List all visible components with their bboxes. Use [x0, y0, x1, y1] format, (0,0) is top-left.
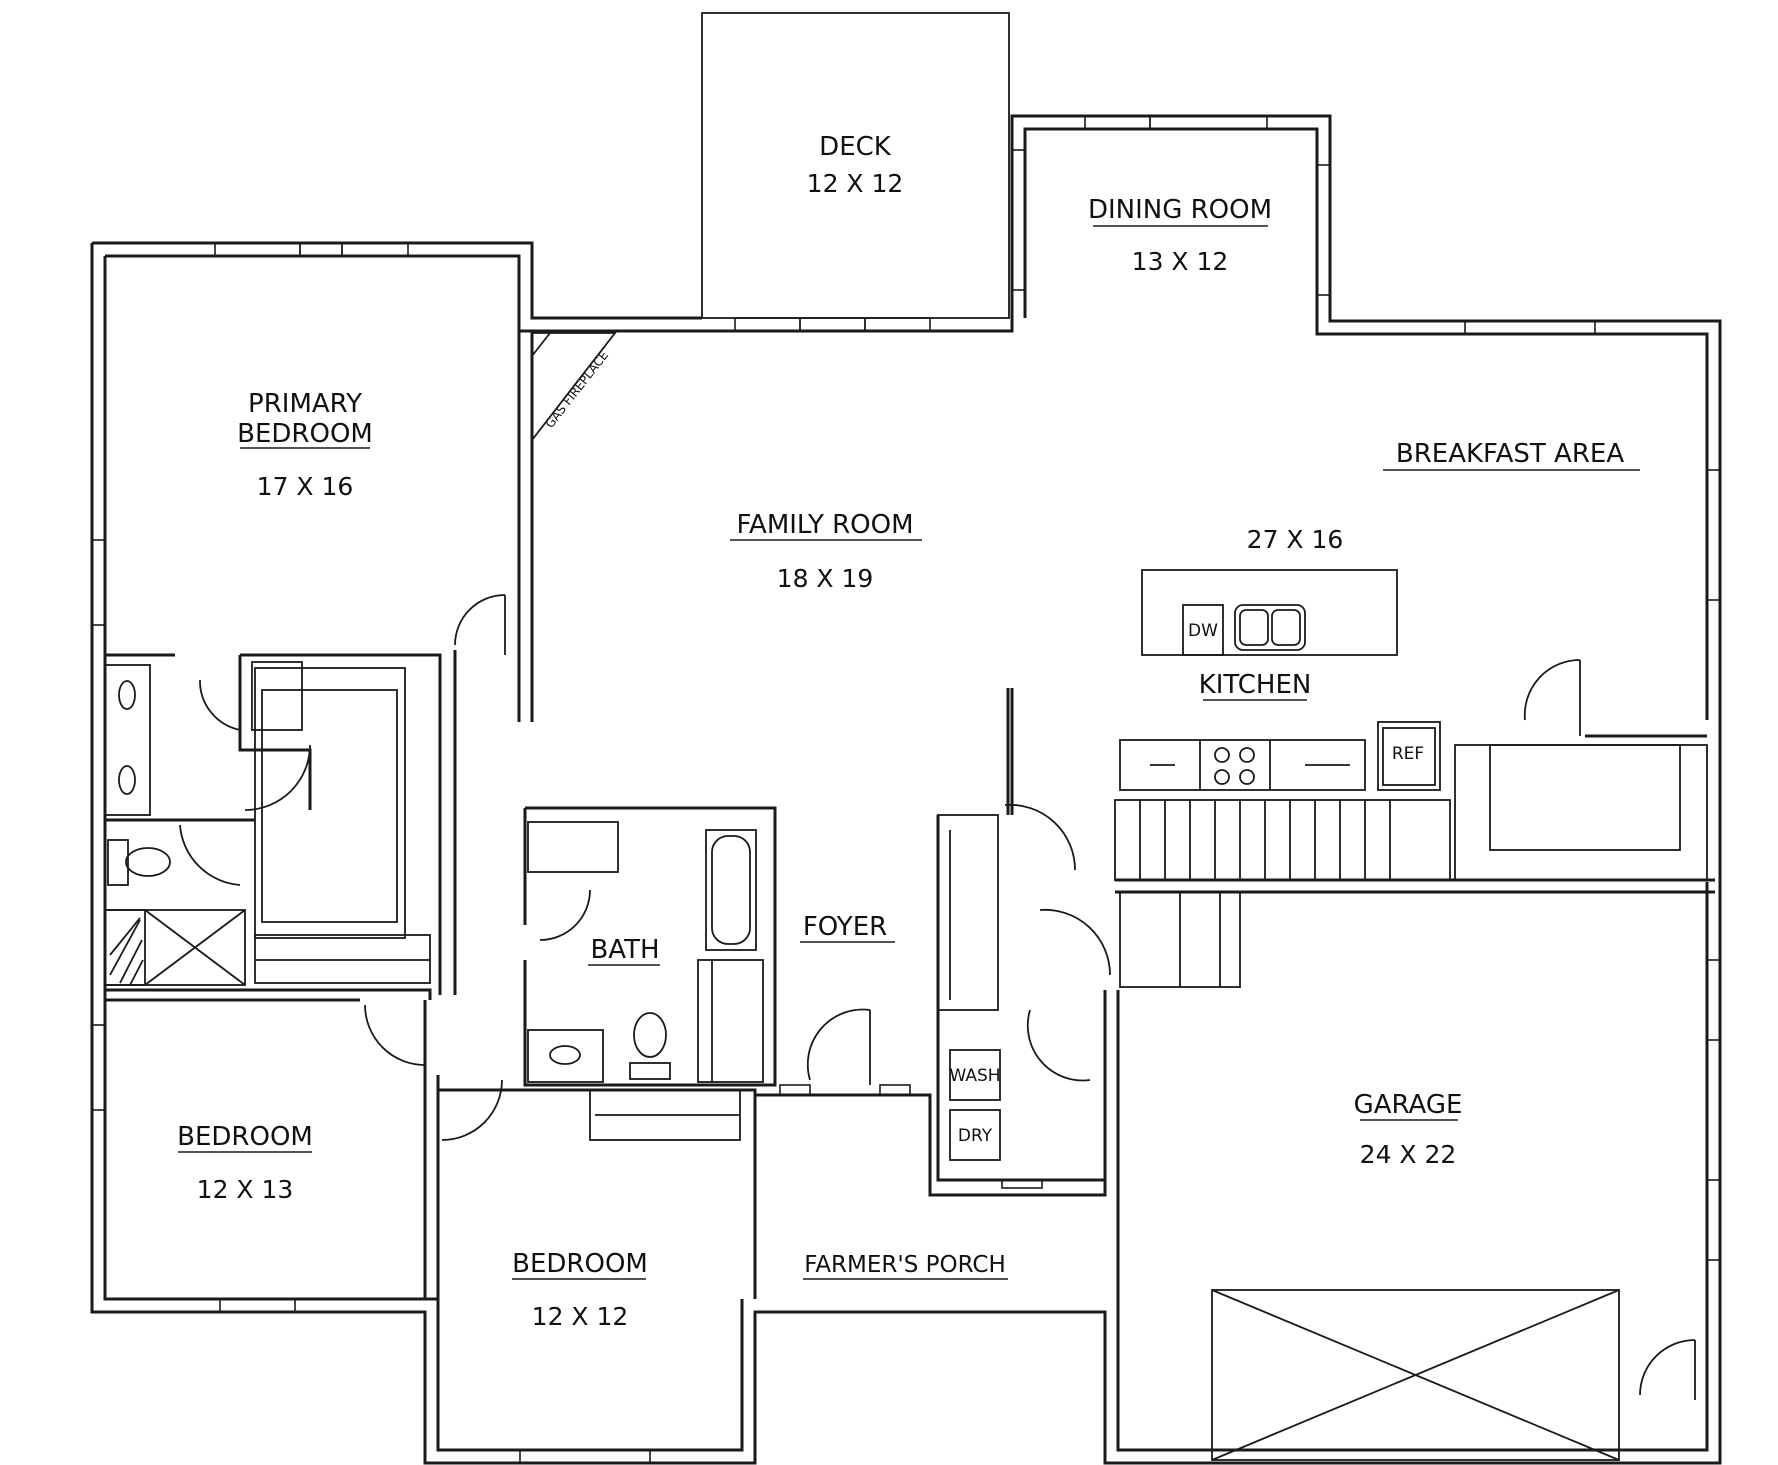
- dryer-label: DRY: [958, 1126, 993, 1146]
- primary-bedroom-size: 17 X 16: [257, 472, 354, 501]
- gas-fireplace-label: GAS FIREPLACE: [543, 348, 612, 430]
- bedroom-2-size: 12 X 12: [532, 1302, 629, 1331]
- bedroom-1-size: 12 X 13: [197, 1175, 294, 1204]
- exterior-walls: [90, 12, 1722, 1465]
- family-room-label: FAMILY ROOM: [736, 510, 913, 540]
- refrigerator-label: REF: [1392, 744, 1424, 764]
- dining-room-size: 13 X 12: [1132, 247, 1229, 276]
- foyer-label: FOYER: [803, 912, 887, 942]
- room-labels: DECK 12 X 12 DINING ROOM 13 X 12 PRIMARY…: [177, 132, 1640, 1331]
- breakfast-area-size: 27 X 16: [1247, 525, 1344, 554]
- bedroom-2-label: BEDROOM: [512, 1249, 648, 1279]
- door-swings: [179, 594, 1696, 1400]
- garage-size: 24 X 22: [1360, 1140, 1457, 1169]
- garage-label: GARAGE: [1354, 1090, 1463, 1120]
- breakfast-area-label: BREAKFAST AREA: [1396, 439, 1624, 469]
- farmers-porch-label: FARMER'S PORCH: [804, 1252, 1006, 1278]
- family-room-size: 18 X 19: [777, 564, 874, 593]
- kitchen-label: KITCHEN: [1199, 670, 1312, 700]
- bedroom-1-label: BEDROOM: [177, 1122, 313, 1152]
- deck-size: 12 X 12: [807, 169, 904, 198]
- plumbing-fixtures: [107, 680, 171, 886]
- windows: [91, 115, 1721, 1464]
- interior-walls: [104, 331, 1715, 1461]
- dining-room-label: DINING ROOM: [1088, 195, 1272, 225]
- deck-label: DECK: [819, 132, 892, 162]
- bath-label: BATH: [590, 935, 659, 965]
- dishwasher-label: DW: [1188, 621, 1218, 641]
- washer-label: WASH: [949, 1066, 1000, 1086]
- deck-outline: [701, 12, 1010, 319]
- primary-bedroom-label-2: BEDROOM: [237, 419, 373, 449]
- primary-bedroom-label-1: PRIMARY: [248, 389, 362, 419]
- fixture-labels: GAS FIREPLACE DW REF WASH DRY: [543, 348, 1425, 1146]
